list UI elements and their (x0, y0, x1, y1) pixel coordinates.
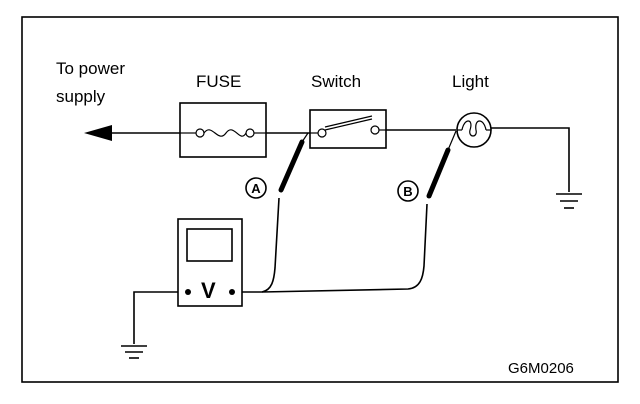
ground-icon-left (121, 345, 147, 359)
probe-a-lead (242, 197, 280, 293)
probe-b-tip (426, 147, 451, 199)
probe-b-marker: B (397, 180, 419, 202)
probe-b-lead (261, 203, 428, 293)
probe-a-text: A (251, 181, 261, 196)
probe-a-tip (278, 139, 305, 193)
switch-symbol (309, 109, 387, 149)
fuse-label: FUSE (196, 72, 241, 91)
arrow-left-icon (84, 125, 112, 141)
switch-label: Switch (311, 72, 361, 91)
light-label: Light (452, 72, 489, 91)
voltmeter (177, 218, 243, 307)
power-supply-label-line2: supply (56, 87, 106, 106)
probe-b-needle (447, 130, 457, 151)
ground-wire-right (491, 127, 570, 192)
power-supply-label-line1: To power (56, 59, 125, 78)
probe-b-text: B (403, 184, 412, 199)
probe-a-needle (301, 132, 309, 143)
figure-code: G6M0206 (508, 360, 574, 377)
light-bulb-icon (456, 112, 492, 148)
diagram-frame (21, 16, 619, 383)
probe-a-marker: A (245, 177, 267, 199)
voltmeter-label: V (201, 278, 216, 303)
fuse-symbol (179, 102, 267, 158)
ground-wire-left (133, 291, 178, 344)
ground-icon-right (556, 193, 582, 209)
